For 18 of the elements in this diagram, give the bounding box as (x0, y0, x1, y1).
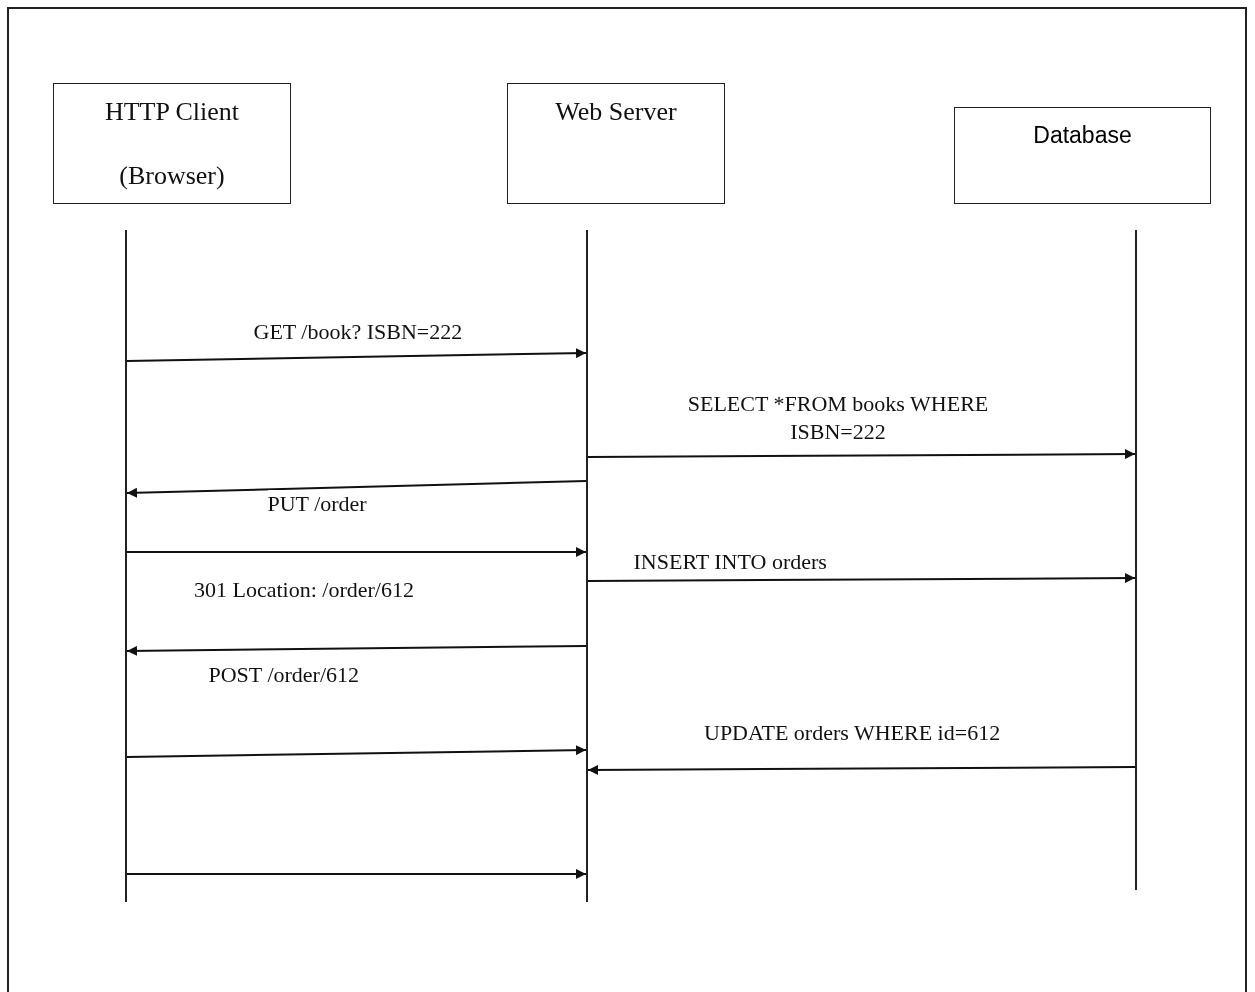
lifeline (586, 230, 588, 902)
participant-name: HTTP Client (Browser) (103, 95, 241, 192)
message-arrow (587, 764, 1136, 775)
message-arrow (126, 480, 587, 498)
participant-box (53, 83, 291, 204)
message-arrow (126, 645, 587, 656)
participant-box (954, 107, 1211, 204)
message-arrow (126, 348, 587, 362)
participant-box (507, 83, 725, 204)
lifeline (125, 230, 127, 902)
message-arrow (126, 745, 587, 758)
participant-name: Web Server (555, 96, 677, 128)
message-arrow (126, 547, 587, 557)
lifeline (1135, 230, 1137, 890)
message-arrow (126, 869, 587, 879)
message-arrow (587, 449, 1136, 460)
participant-name: Database (1033, 121, 1132, 150)
message-arrow (587, 573, 1136, 584)
